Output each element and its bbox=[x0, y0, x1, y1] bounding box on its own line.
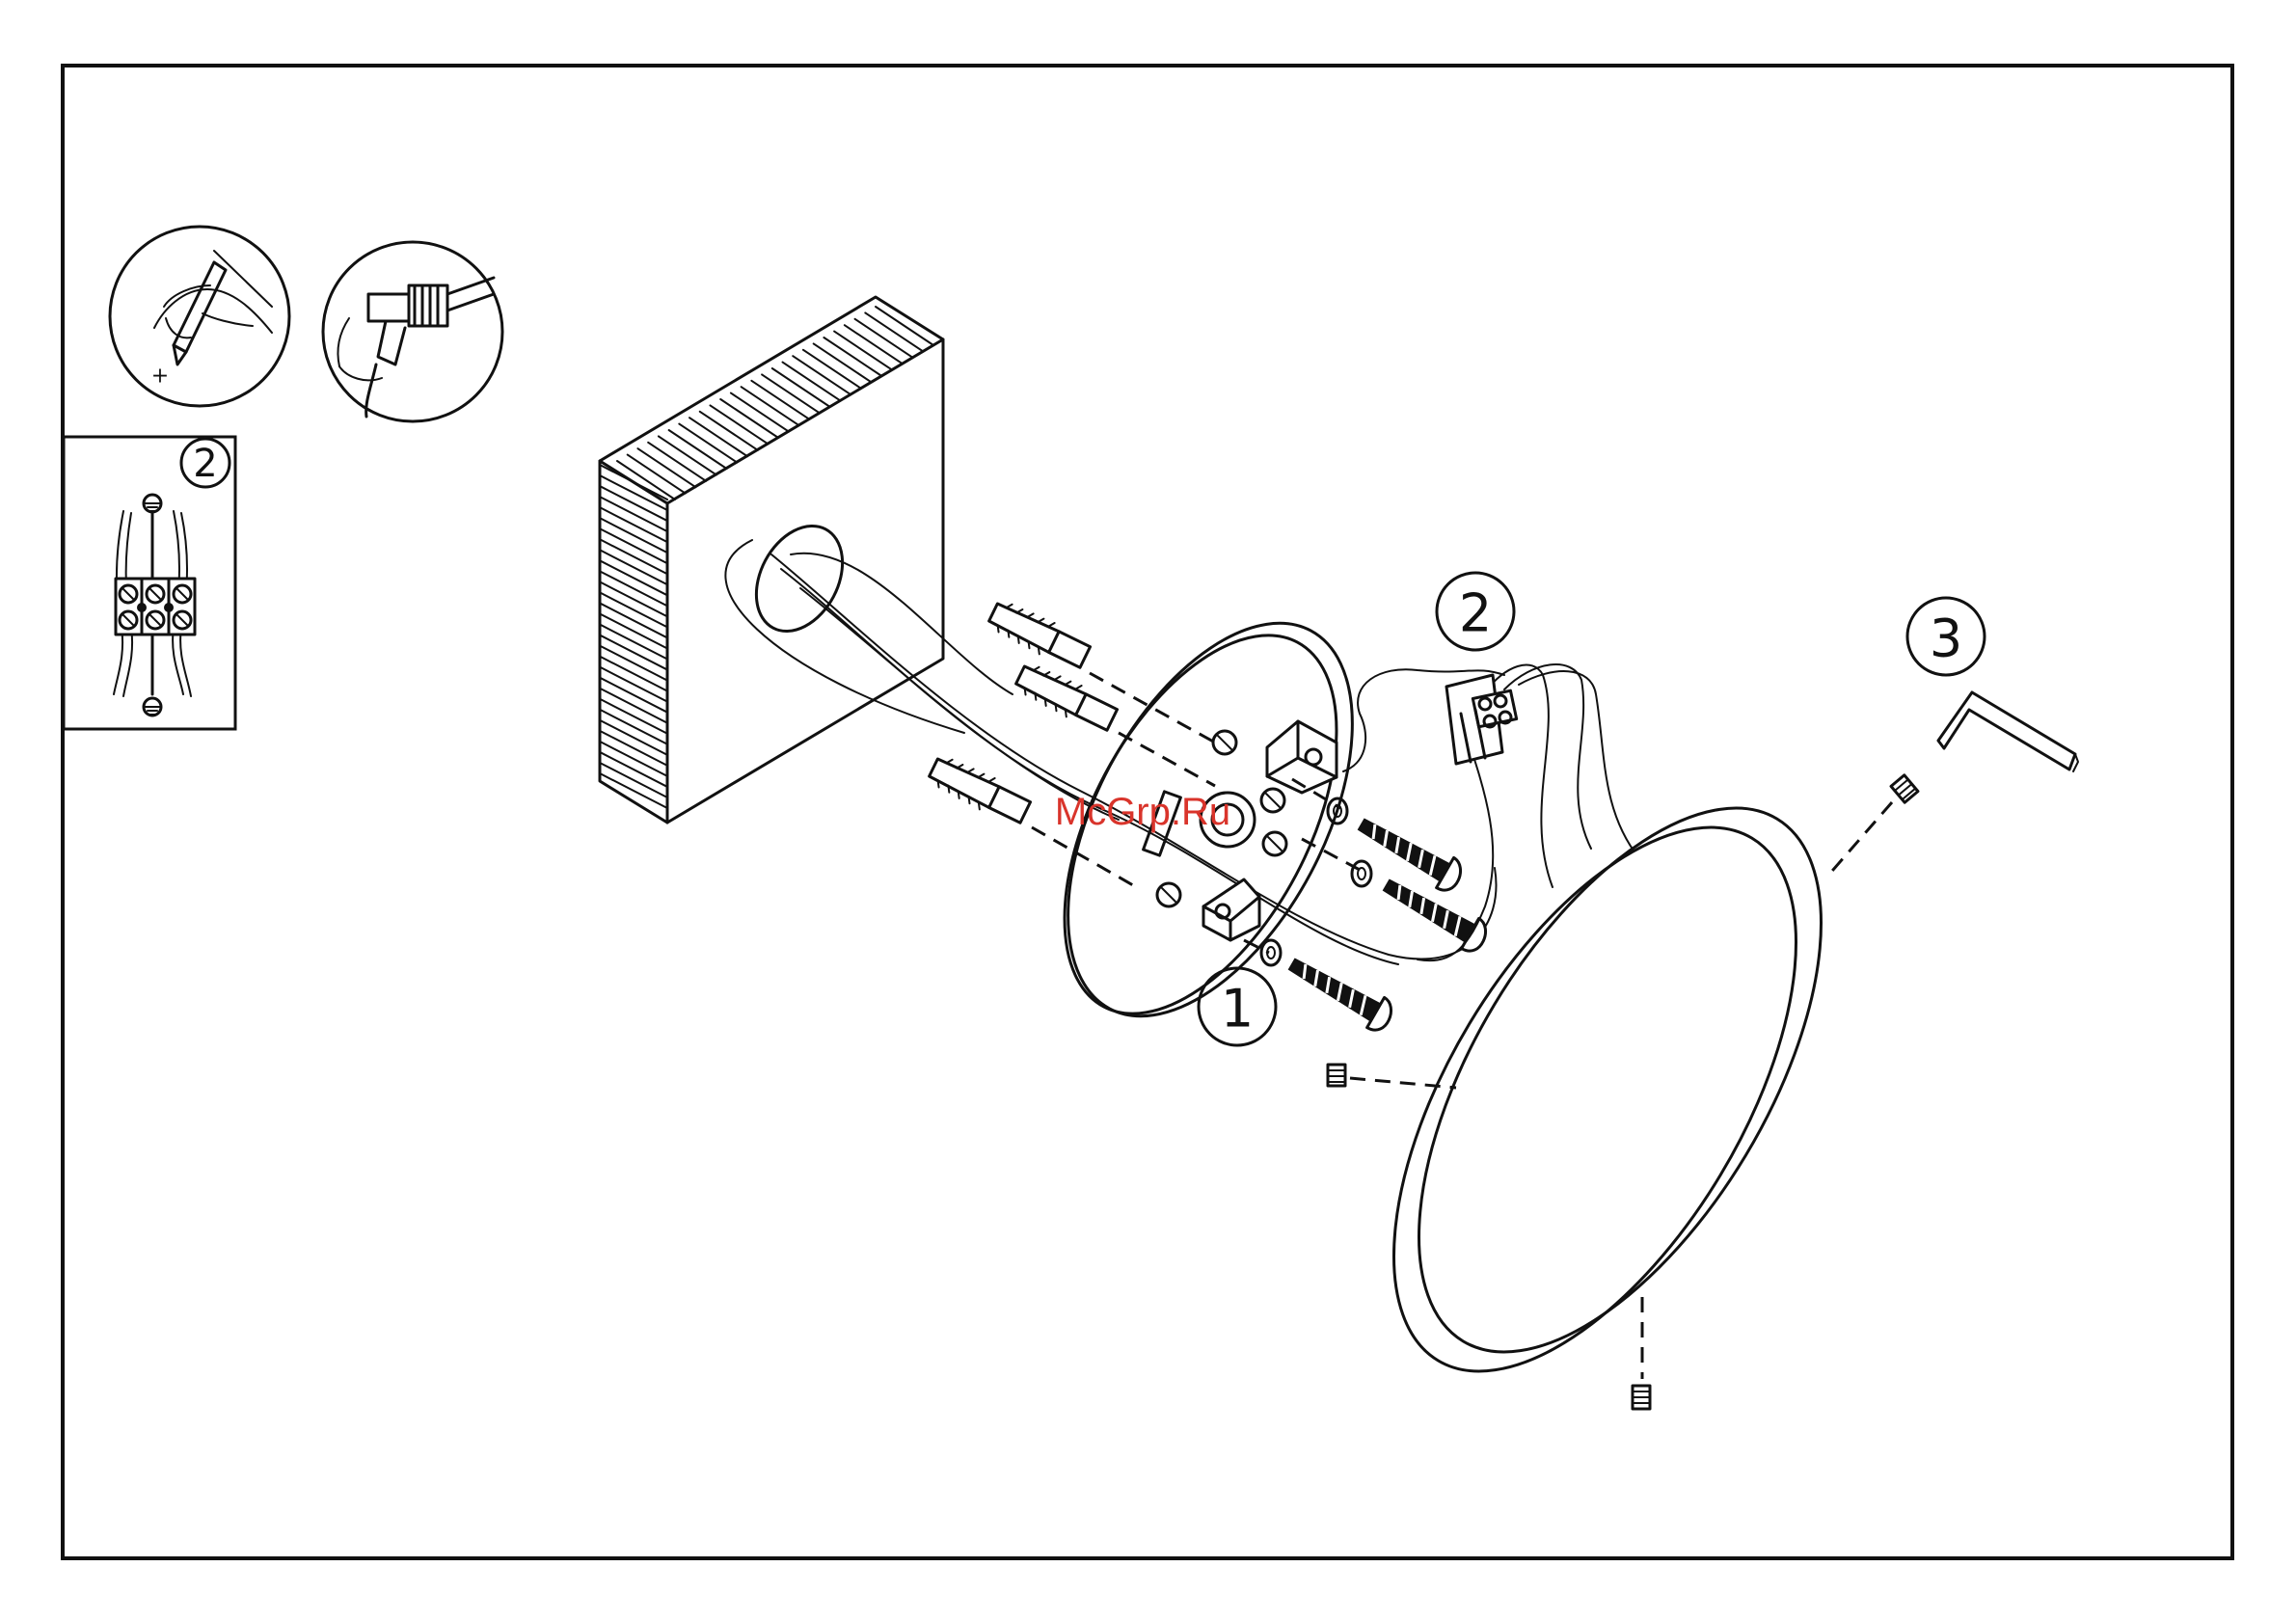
screw-hole bbox=[1263, 832, 1286, 855]
hatch-line bbox=[600, 486, 667, 521]
mark-holes-step: + bbox=[110, 227, 289, 406]
hatch-line bbox=[600, 625, 667, 660]
hatch-line bbox=[600, 550, 667, 584]
hatch-line bbox=[600, 667, 667, 702]
screw-hole bbox=[1213, 731, 1236, 754]
drill-step bbox=[323, 242, 502, 421]
hatch-line bbox=[600, 465, 667, 500]
hatch-line bbox=[600, 581, 667, 616]
earth-ground-icon bbox=[144, 698, 161, 716]
alignment-line bbox=[1302, 839, 1360, 870]
callout-1: 1 bbox=[1221, 979, 1254, 1040]
hatch-line bbox=[600, 507, 667, 542]
alignment-line bbox=[1826, 802, 1892, 878]
watermark: McGrp.Ru bbox=[1055, 791, 1230, 833]
hatch-line bbox=[600, 560, 667, 595]
hatch-line bbox=[600, 539, 667, 574]
washer bbox=[1261, 940, 1281, 965]
washer bbox=[1352, 861, 1371, 886]
wall-section bbox=[600, 297, 943, 823]
hatch-line bbox=[600, 731, 667, 766]
drill-icon bbox=[338, 278, 494, 417]
hatch-line bbox=[600, 528, 667, 563]
terminal-block-icon bbox=[116, 579, 195, 635]
grub-screw bbox=[1328, 1065, 1345, 1086]
earth-ground-icon bbox=[144, 495, 161, 512]
mounting-bracket bbox=[1267, 721, 1337, 793]
grub-screw bbox=[1633, 1386, 1650, 1409]
alignment-line bbox=[1119, 733, 1215, 786]
hatch-line bbox=[600, 571, 667, 606]
pencil-mark-icon: + bbox=[151, 251, 272, 389]
wall-screw bbox=[1283, 949, 1397, 1035]
hatch-line bbox=[600, 710, 667, 744]
hatch-line bbox=[600, 689, 667, 723]
hatch-line bbox=[600, 646, 667, 681]
inset-callout-2: 2 bbox=[193, 442, 217, 486]
hatch-line bbox=[600, 518, 667, 553]
mounting-bracket bbox=[1203, 879, 1259, 940]
wall-anchor bbox=[1013, 660, 1120, 736]
callout-3: 3 bbox=[1930, 608, 1962, 669]
hatch-line bbox=[600, 613, 667, 648]
callout-2: 2 bbox=[1459, 583, 1492, 644]
wall-anchor bbox=[986, 597, 1093, 673]
mark-symbol: + bbox=[151, 365, 169, 389]
hatch-line bbox=[600, 678, 667, 713]
hatch-line bbox=[600, 763, 667, 797]
alignment-line bbox=[1032, 827, 1133, 885]
hatch-line bbox=[600, 742, 667, 776]
hatch-line bbox=[600, 720, 667, 755]
hatch-line bbox=[600, 699, 667, 734]
wall-screw bbox=[1378, 870, 1492, 956]
screw-hole bbox=[1157, 883, 1180, 906]
grub-screw bbox=[1891, 775, 1918, 802]
hatch-line bbox=[600, 635, 667, 670]
wiring-inset: 2 bbox=[64, 437, 235, 729]
hex-key-icon bbox=[1938, 692, 2078, 771]
screw-hole bbox=[1261, 789, 1284, 812]
hatch-line bbox=[600, 497, 667, 531]
supply-wires bbox=[725, 540, 1496, 964]
hatch-line bbox=[600, 752, 667, 787]
hatch-line bbox=[600, 657, 667, 691]
hatch-line bbox=[600, 592, 667, 627]
hatch-line bbox=[600, 603, 667, 637]
